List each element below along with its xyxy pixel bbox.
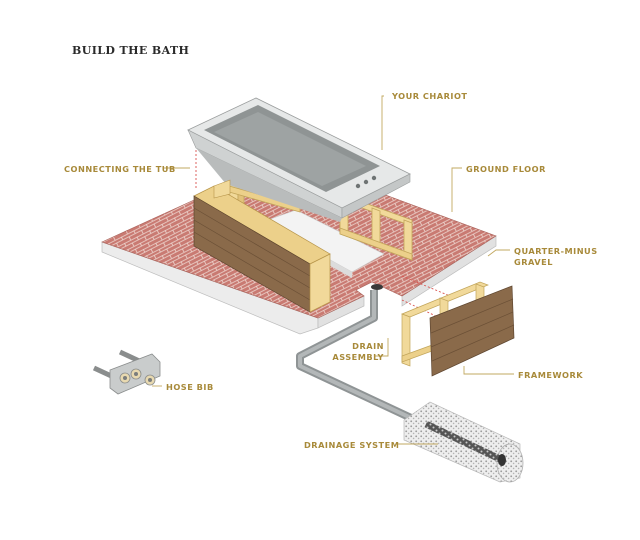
- tub-frame-front: [193, 179, 331, 313]
- label-gravel: GRAVEL: [514, 257, 553, 267]
- leader-ground-floor: [451, 167, 462, 212]
- label-hose-bib: HOSE BIB: [166, 382, 214, 392]
- page-title: BUILD THE BATH: [72, 44, 190, 57]
- label-connecting-the-tub: CONNECTING THE TUB: [64, 164, 176, 174]
- bathtub-your-chariot: [187, 97, 411, 222]
- label-drain: DRAIN: [352, 341, 384, 351]
- label-your-chariot: YOUR CHARIOT: [392, 91, 468, 101]
- hose-bib: [92, 349, 161, 395]
- quarter-minus-gravel: [101, 235, 497, 335]
- label-assembly: ASSEMBLY: [332, 352, 384, 362]
- drain-pipe: [296, 284, 426, 428]
- leader-framework: [463, 366, 514, 375]
- leader-lines: [152, 95, 514, 445]
- label-ground-floor: GROUND FLOOR: [466, 164, 546, 174]
- leader-drain-assembly: [374, 338, 389, 357]
- label-quarter-minus: QUARTER-MINUS: [514, 246, 598, 256]
- label-drainage-system: DRAINAGE SYSTEM: [304, 440, 400, 450]
- leader-quarter-minus-gravel: [487, 249, 510, 257]
- drainage-system: [403, 401, 524, 483]
- label-framework: FRAMEWORK: [518, 370, 584, 380]
- leader-your-chariot: [381, 95, 384, 150]
- framework: [401, 281, 515, 377]
- framework-dash-line-top: [401, 275, 451, 297]
